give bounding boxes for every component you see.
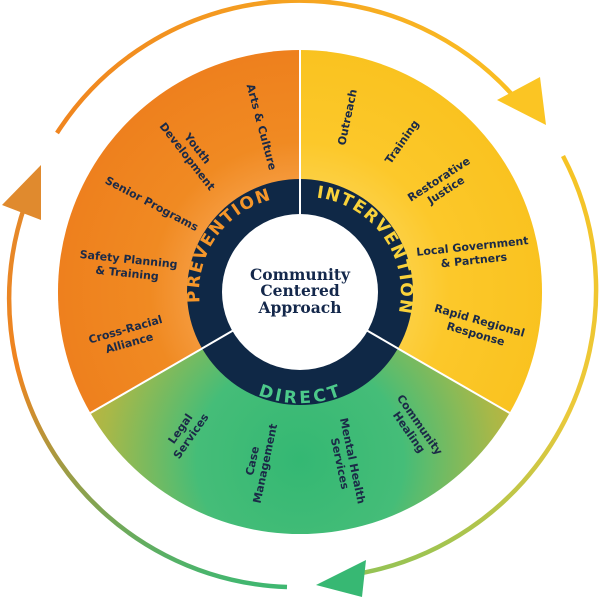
svg-text:Case: Case xyxy=(243,445,262,477)
arrow-head-bottom-icon xyxy=(316,560,366,597)
cycle-arrow-left-arc xyxy=(6,204,288,590)
center-title-line-1: Community xyxy=(250,265,351,284)
cycle-arrow-right-arc xyxy=(349,154,599,578)
center-title-line-2: Centered xyxy=(260,281,340,300)
arrow-head-right-icon xyxy=(497,77,546,125)
center-hub: Community Centered Approach xyxy=(222,214,378,370)
arrow-head-left-icon xyxy=(2,165,41,220)
center-title-line-3: Approach xyxy=(258,298,342,317)
wheel-sectors xyxy=(57,50,543,535)
cycle-arrow-top-arc xyxy=(55,0,524,135)
